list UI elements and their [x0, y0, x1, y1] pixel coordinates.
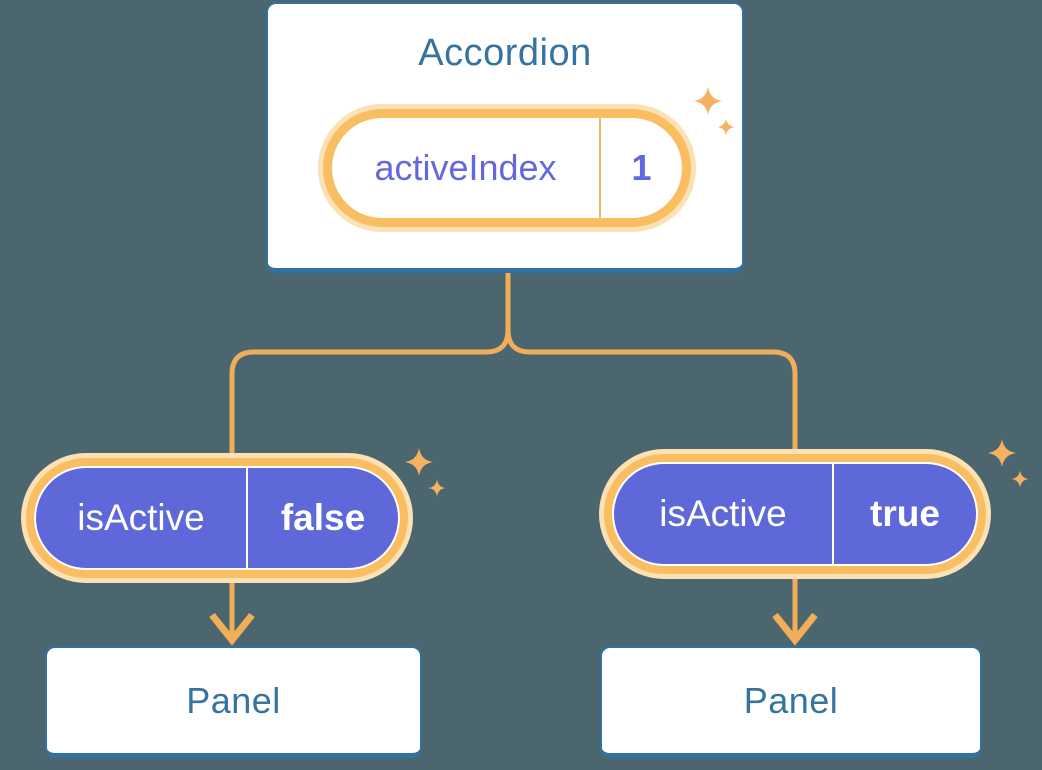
prop-pill-value: true — [870, 493, 940, 534]
pill-divider — [599, 118, 601, 218]
accordion-title: Accordion — [418, 32, 592, 74]
state-pill-value: 1 — [631, 147, 652, 188]
state-pill-label: activeIndex — [374, 147, 557, 188]
sparkle-icon — [987, 438, 1042, 498]
prop-pill-value: false — [280, 497, 366, 538]
prop-pill-is-active-false: isActive false — [36, 468, 398, 568]
prop-pill-label: isActive — [77, 497, 205, 538]
arrowhead-left-icon — [209, 612, 255, 646]
panel-title: Panel — [186, 679, 281, 721]
panel-card-right: Panel — [600, 646, 982, 758]
prop-pill-label: isActive — [659, 493, 787, 534]
panel-title: Panel — [743, 679, 839, 721]
pill-divider — [832, 464, 834, 564]
connector-right-branch — [505, 273, 798, 637]
sparkle-icon — [693, 86, 753, 146]
panel-card-left: Panel — [45, 646, 422, 758]
sparkle-icon — [404, 447, 464, 507]
state-pill-active-index: activeIndex 1 — [332, 118, 682, 218]
pill-divider — [246, 468, 248, 568]
arrowhead-right-icon — [772, 612, 818, 646]
prop-pill-is-active-true: isActive true — [614, 464, 976, 564]
connector-left-branch — [229, 273, 511, 637]
